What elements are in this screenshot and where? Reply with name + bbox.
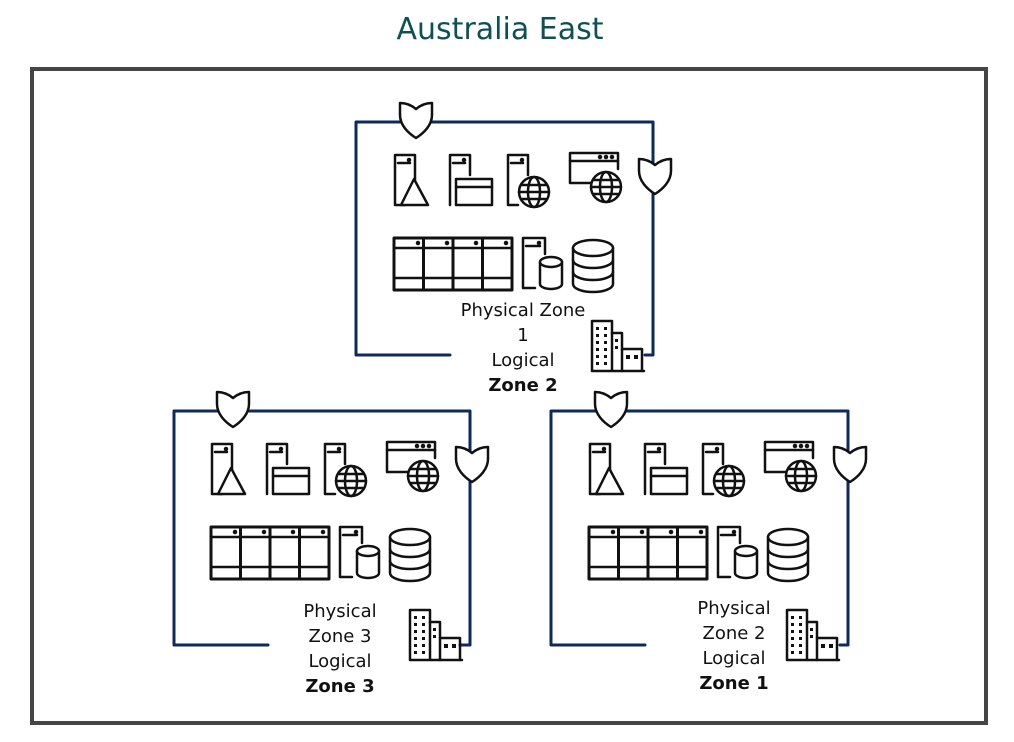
zone-left — [172, 390, 490, 662]
zone-right-border — [549, 409, 850, 647]
zone-right-physical: Physical Zone 2 — [697, 598, 771, 644]
region-border — [30, 67, 988, 725]
shield-icon — [593, 390, 629, 429]
server-triangle-icon — [588, 442, 625, 496]
zone-top-logical-zone: Zone 2 — [488, 375, 558, 396]
buildings-icon — [785, 608, 841, 662]
zone-right-logical-zone: Zone 1 — [699, 673, 769, 694]
server-database-icon — [716, 525, 759, 580]
zone-top-logical: Logical — [491, 350, 555, 371]
zone-left-border — [172, 409, 472, 647]
zone-left-label: Physical Zone 3 Logical Zone 3 — [290, 599, 390, 699]
database-icon — [766, 527, 810, 583]
server-window-icon — [643, 442, 689, 496]
window-globe-icon — [568, 151, 623, 204]
zone-left-logical: Logical — [308, 651, 372, 672]
shield-icon — [637, 157, 673, 196]
zone-top — [354, 101, 673, 373]
shield-icon — [398, 101, 434, 140]
shield-icon — [832, 445, 868, 484]
database-icon — [571, 238, 615, 294]
server-database-icon — [338, 525, 381, 580]
window-globe-icon — [385, 440, 440, 493]
server-window-icon — [448, 153, 494, 207]
server-globe-icon — [323, 442, 368, 498]
zone-right-label: Physical Zone 2 Logical Zone 1 — [684, 596, 784, 696]
zone-top-border — [354, 120, 655, 357]
zone-left-logical-zone: Zone 3 — [305, 676, 375, 697]
server-triangle-icon — [393, 153, 430, 207]
zone-right — [549, 390, 868, 662]
server-rack-icon — [587, 525, 709, 581]
server-rack-icon — [209, 525, 331, 581]
server-globe-icon — [506, 153, 551, 209]
zone-top-label: Physical Zone 1 Logical Zone 2 — [458, 298, 588, 398]
shield-icon — [454, 445, 490, 484]
server-triangle-icon — [210, 442, 247, 496]
server-database-icon — [521, 236, 564, 291]
zone-top-physical: Physical Zone 1 — [460, 300, 586, 346]
server-rack-icon — [392, 236, 514, 292]
server-globe-icon — [701, 442, 746, 498]
zone-left-physical: Physical Zone 3 — [303, 601, 377, 647]
zone-right-logical: Logical — [702, 648, 766, 669]
server-window-icon — [265, 442, 311, 496]
window-globe-icon — [763, 440, 818, 493]
buildings-icon — [408, 608, 464, 662]
database-icon — [388, 527, 432, 583]
buildings-icon — [590, 319, 646, 373]
region-title: Australia East — [396, 12, 604, 47]
shield-icon — [215, 390, 251, 429]
